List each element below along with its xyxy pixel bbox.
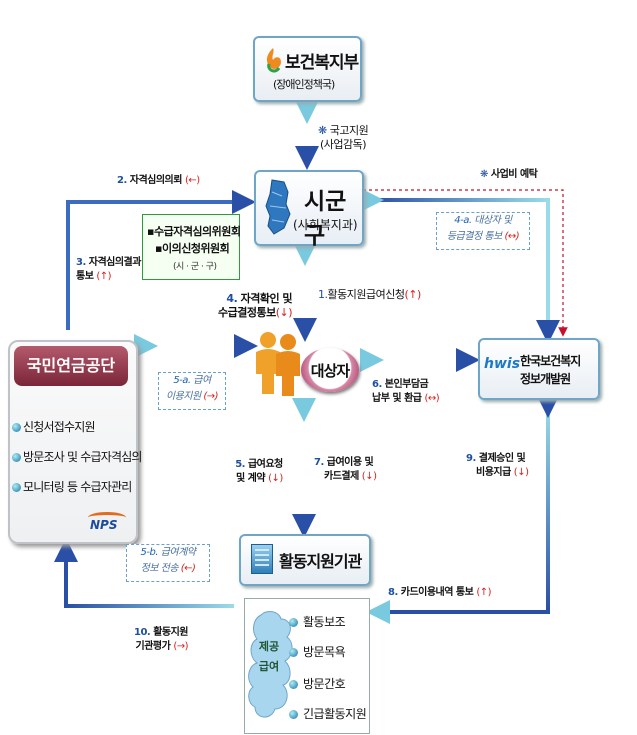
bullet-icon [289, 680, 298, 689]
label-f7: 7. 급여이용 및 카드결제 (↓) [314, 457, 377, 482]
nps-logo-arc-icon [88, 512, 126, 523]
nps-box: 국민연금공단 신청서접수지원 방문조사 및 수급자격심의 모니터링 등 수급자관… [8, 340, 142, 544]
bullet-icon [12, 453, 21, 462]
label-f6: 6. 본인부담금 납부 및 환급 (↔) [372, 379, 440, 404]
label-f4a: 4-a. 대상자 및 등급결정 통보 (↔) [436, 212, 530, 250]
bullet-icon [12, 483, 21, 492]
target-node: 대상자 [301, 348, 359, 392]
sigungu-name: 시군구 [304, 189, 347, 249]
cloud-icon [248, 611, 293, 718]
service-box: 제공 급여 활동보조 방문목욕 방문간호 긴급활동지원 [244, 598, 370, 734]
arrow-f2 [66, 190, 256, 330]
agency-name: 활동지원기관 [279, 552, 362, 571]
sigungu-box: 시군구 (사회복지과) [254, 170, 364, 249]
label-gov-support: ❋ 국고지원 (사업감독) [318, 124, 369, 151]
committee-line2: ▪이의신청위원회 [155, 242, 230, 255]
kdis-name-line1: 한국보건복지 [520, 354, 581, 368]
sigungu-sub: (사회복지과) [293, 218, 358, 232]
nps-item: 신청서접수지원 [12, 418, 95, 435]
target-name: 대상자 [310, 362, 350, 380]
committee-line1: ▪수급자격심의위원회 [147, 225, 241, 238]
arrow-f4a [360, 188, 560, 344]
building-icon [251, 544, 273, 574]
label-f5b: 5-b. 급여계약 정보 전송 (←) [126, 544, 210, 582]
label-f8: 8. 카드이용내역 통보 (↑) [388, 587, 492, 598]
label-f10: 10. 활동지원 기관평가 (→) [134, 627, 189, 652]
label-f2: 2. 자격심의의뢰 (←) [117, 175, 200, 186]
korea-map-icon [265, 179, 291, 235]
nps-item: 방문조사 및 수급자격심의 [12, 448, 142, 465]
label-f5a: 5-a. 급여 이용지원 (→) [158, 372, 226, 410]
label-budget: ❋ 사업비 예탁 [480, 169, 538, 180]
label-f4: 4. 자격확인 및 수급결정통보(↓) [218, 292, 293, 319]
label-f5: 5. 급여요청 및 계약 (↓) [235, 459, 283, 484]
service-item: 긴급활동지원 [289, 705, 367, 722]
agency-box: 활동지원기관 [239, 534, 371, 586]
kdis-name-line2: 정보개발원 [520, 372, 571, 386]
service-item: 방문간호 [289, 675, 346, 692]
bullet-icon [289, 648, 298, 657]
label-f9: 9. 결제승인 및 비용지급 (↓) [466, 453, 529, 478]
bullet-icon [289, 710, 298, 719]
cloud-label: 제공 급여 [258, 640, 280, 673]
mohw-box: 보건복지부 (장애인정책국) [253, 36, 362, 102]
nps-item: 모니터링 등 수급자관리 [12, 478, 132, 495]
nps-logo: NPS [90, 518, 118, 532]
kdis-box: hwis 한국보건복지 정보개발원 [478, 338, 600, 400]
nps-title: 국민연금공단 [14, 346, 128, 386]
committee-box: ▪수급자격심의위원회 ▪이의신청위원회 (시 · 군 · 구) [142, 214, 241, 280]
service-item: 활동보조 [289, 613, 346, 630]
bullet-icon [12, 423, 21, 432]
label-f3: 3. 자격심의결과 통보 (↑) [76, 257, 141, 282]
arrow-f10 [54, 538, 234, 608]
mohw-name: 보건복지부 [285, 53, 359, 73]
label-f1: 1.활동지원급여신청(↑) [318, 288, 421, 301]
arrow-f8-f9 [366, 394, 560, 624]
service-item: 방문목욕 [289, 643, 346, 660]
committee-line3: (시 · 군 · 구) [173, 262, 217, 272]
kdis-logo: hwis [484, 356, 521, 372]
people-icon [256, 332, 300, 396]
mohw-logo-icon [266, 48, 281, 73]
bullet-icon [289, 618, 298, 627]
mohw-sub: (장애인정책국) [273, 78, 335, 91]
